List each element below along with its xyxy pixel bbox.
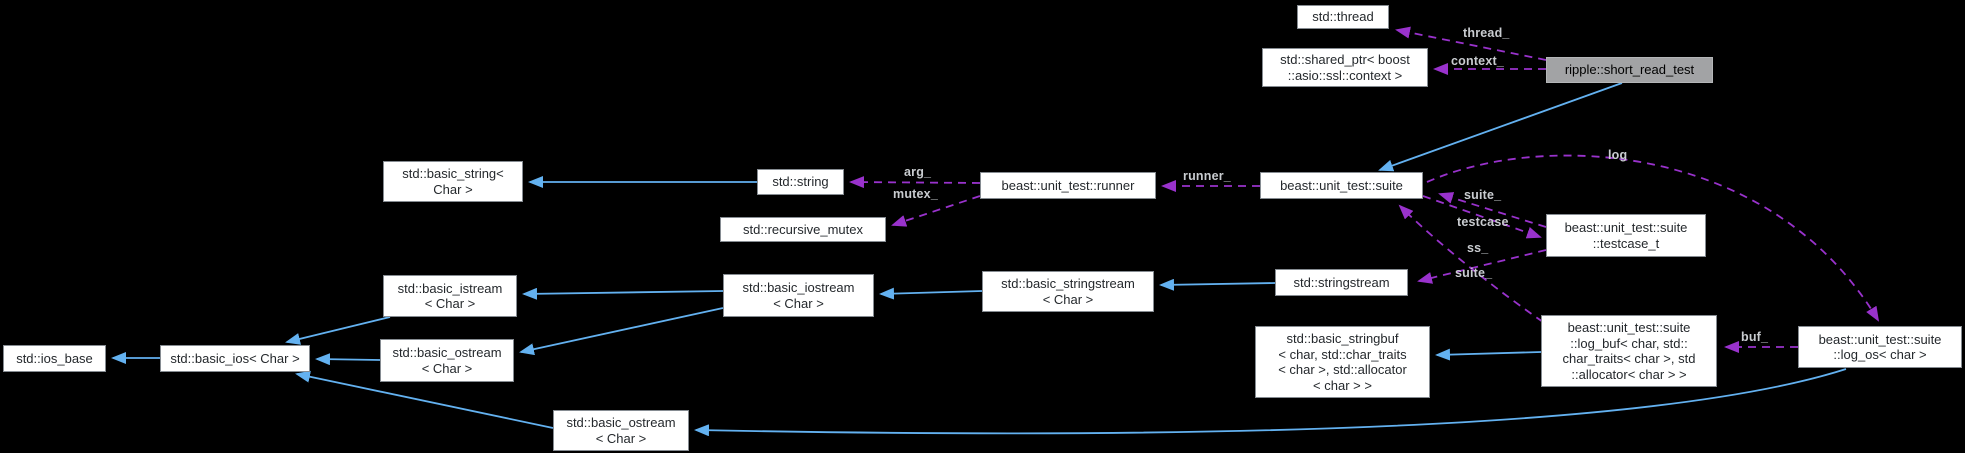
node-beast-unit-test-runner[interactable]: beast::unit_test::runner <box>980 172 1156 199</box>
node-std-ios-base[interactable]: std::ios_base <box>3 345 106 372</box>
edge-arg <box>849 176 981 189</box>
edge-thread <box>1395 26 1547 61</box>
edge-logbuf-basicstringbuf <box>1435 348 1542 361</box>
edge-label-arg: arg_ <box>904 165 932 179</box>
edge-label-log: log <box>1608 148 1628 162</box>
node-std-basic-iostream[interactable]: std::basic_iostream < Char > <box>723 274 874 317</box>
node-std-basic-stringbuf[interactable]: std::basic_stringbuf < char, std::char_t… <box>1255 326 1430 398</box>
node-std-basic-ostream-bottom[interactable]: std::basic_ostream < Char > <box>553 410 689 451</box>
edge-basicostreambottom-basicios <box>295 370 554 429</box>
edge-log <box>1426 154 1880 322</box>
edge-shortreadtest-suite <box>1378 82 1623 172</box>
node-ripple-short-read-test[interactable]: ripple::short_read_test <box>1546 57 1713 83</box>
edge-label-thread: thread_ <box>1463 26 1510 40</box>
node-suite-log-os[interactable]: beast::unit_test::suite ::log_os< char > <box>1798 326 1962 368</box>
edge-label-buf: buf_ <box>1741 330 1769 344</box>
edge-label-runner: runner_ <box>1183 169 1231 183</box>
node-suite-log-buf[interactable]: beast::unit_test::suite ::log_buf< char,… <box>1541 315 1717 387</box>
node-std-recursive-mutex[interactable]: std::recursive_mutex <box>720 217 886 242</box>
edge-basicstringstream-basiciostream <box>879 287 983 300</box>
edge-stringstream-basicstringstream <box>1159 278 1276 291</box>
node-std-stringstream[interactable]: std::stringstream <box>1275 269 1408 296</box>
edge-suite-from-logbuf <box>1398 204 1544 323</box>
edge-label-mutex: mutex_ <box>893 187 938 201</box>
edge-label-context: context_ <box>1451 54 1505 68</box>
edge-basiciostream-basicostream <box>519 307 724 356</box>
node-suite-testcase-t[interactable]: beast::unit_test::suite ::testcase_t <box>1546 214 1706 257</box>
node-std-basic-istream[interactable]: std::basic_istream < Char > <box>383 275 517 317</box>
edge-basicostream-basicios <box>315 353 381 366</box>
node-std-shared-ptr[interactable]: std::shared_ptr< boost ::asio::ssl::cont… <box>1262 48 1428 87</box>
edge-basiciostream-basicistream <box>522 287 724 300</box>
node-std-thread[interactable]: std::thread <box>1297 5 1389 29</box>
node-std-basic-stringstream[interactable]: std::basic_stringstream < Char > <box>982 271 1154 312</box>
edge-label-suite-2: suite_ <box>1455 266 1493 280</box>
edge-label-testcase: testcase <box>1457 215 1509 229</box>
edge-label-suite-1: suite_ <box>1464 188 1502 202</box>
node-std-basic-ios[interactable]: std::basic_ios< Char > <box>160 345 310 372</box>
edge-ss <box>1417 249 1547 284</box>
edge-testcase <box>1422 195 1542 239</box>
node-std-string[interactable]: std::string <box>757 169 844 195</box>
edge-logos-basicostreambottom <box>694 368 1847 437</box>
edge-mutex <box>891 195 981 227</box>
edge-basicistream-basicios <box>285 316 391 345</box>
node-std-basic-ostream-mid[interactable]: std::basic_ostream < Char > <box>380 339 514 382</box>
edge-suite-from-testcase <box>1438 192 1547 228</box>
node-beast-unit-test-suite[interactable]: beast::unit_test::suite <box>1260 172 1423 199</box>
edge-label-ss: ss_ <box>1467 241 1489 255</box>
node-std-basic-string[interactable]: std::basic_string< Char > <box>383 161 523 202</box>
